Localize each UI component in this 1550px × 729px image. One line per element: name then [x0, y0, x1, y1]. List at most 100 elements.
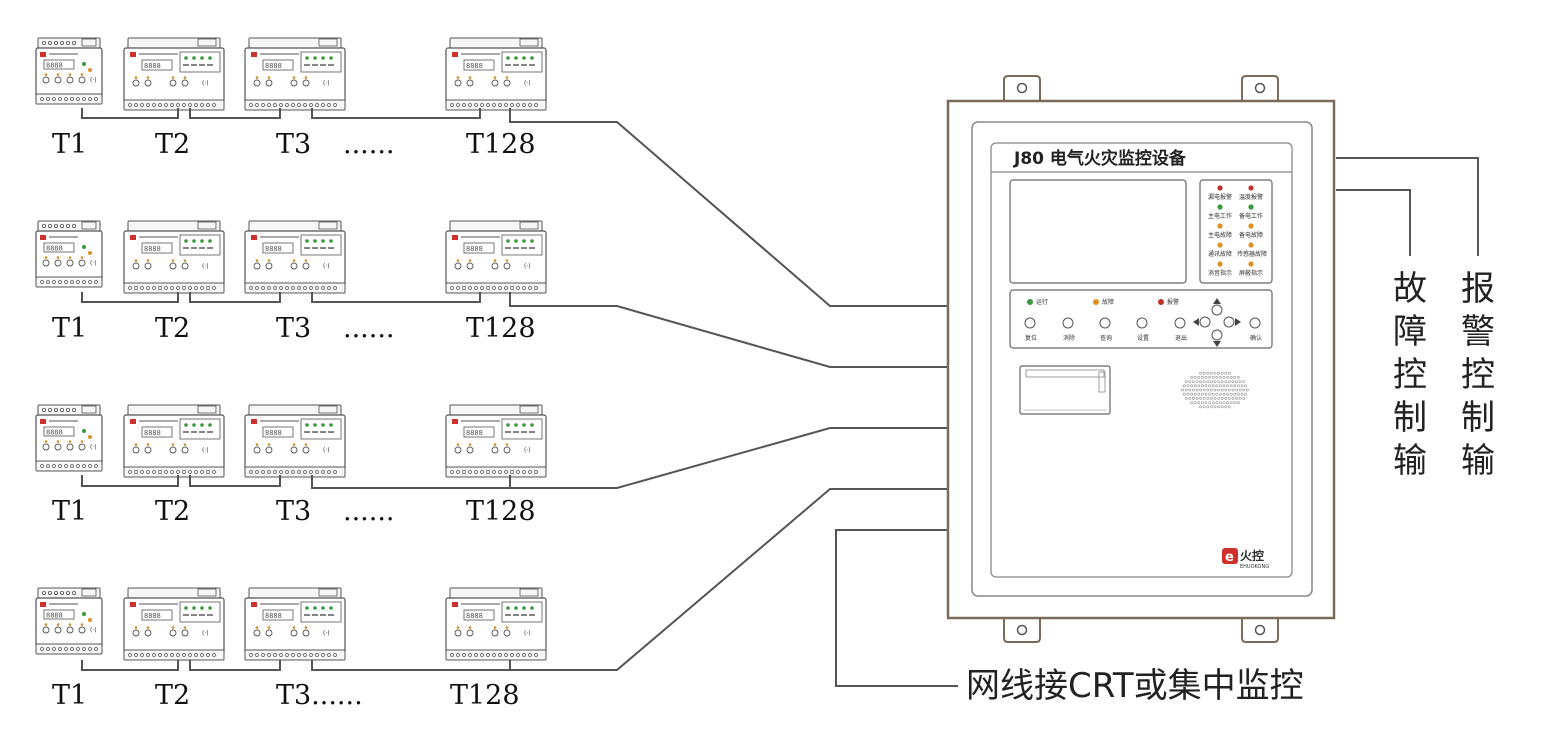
speaker-hole: [1210, 405, 1213, 409]
indicator-label: 温度报警: [1239, 193, 1263, 201]
down-button[interactable]: [1211, 329, 1223, 341]
speaker-hole: [1192, 396, 1195, 400]
keypad-buttons: [1024, 304, 1261, 341]
led-icon: [1217, 223, 1223, 229]
speaker-hole: [1220, 380, 1224, 384]
speaker-hole: [1219, 392, 1222, 396]
speaker-hole: [1213, 405, 1217, 409]
confirm-button[interactable]: [1249, 317, 1261, 329]
speaker-hole: [1195, 388, 1199, 392]
speaker-hole: [1201, 401, 1204, 405]
speaker-hole: [1217, 405, 1221, 409]
left-button[interactable]: [1199, 316, 1211, 328]
detector-icon: [123, 37, 225, 111]
speaker-hole: [1229, 375, 1233, 379]
panel-door: [971, 121, 1313, 597]
speaker-hole: [1233, 384, 1237, 388]
speaker-hole: [1188, 380, 1192, 384]
detector-label: T2: [155, 129, 190, 160]
detector-icon: [445, 404, 547, 478]
indicator-label: 传感器故障: [1237, 250, 1267, 258]
printer: [1019, 365, 1111, 415]
speaker-hole: [1238, 388, 1242, 392]
detector-row-3: T1 T2 T3 ...... T128: [35, 404, 948, 527]
detector-label: ......: [343, 129, 395, 160]
speaker-hole: [1197, 384, 1201, 388]
speaker-hole: [1208, 375, 1212, 379]
led-icon: [1248, 261, 1254, 267]
indicator-label: 屏蔽指示: [1239, 269, 1263, 277]
speaker-hole: [1202, 380, 1206, 384]
alarm-output-label: 报 警 控 制 输 出: [1461, 269, 1495, 481]
arrow-left-icon: [1193, 318, 1199, 326]
detector-icon: [123, 220, 225, 294]
speaker-hole: [1238, 380, 1242, 384]
speaker-hole: [1222, 392, 1226, 396]
speaker-hole: [1233, 392, 1237, 396]
fault-output-label: 故 障 控 制 输 出: [1393, 269, 1427, 481]
speaker-hole: [1222, 401, 1226, 405]
speaker-hole: [1181, 388, 1185, 392]
speaker-hole: [1195, 380, 1199, 384]
speaker-hole: [1224, 405, 1228, 409]
control-panel: J80 电气火灾监控设备 漏电报警 温度报警 主电工作 备电工作 主电故障 备电…: [946, 75, 1336, 643]
led-icon: [1248, 185, 1254, 191]
speaker-hole: [1228, 405, 1231, 409]
speaker-hole: [1224, 396, 1228, 400]
status-leds: 运行 故障 报警: [1027, 298, 1179, 306]
speaker-grille: [1181, 371, 1249, 409]
speaker-hole: [1204, 375, 1208, 379]
speaker-hole: [1235, 380, 1239, 384]
detector-row-2: T1 T2 T3 ...... T128: [35, 220, 948, 368]
alarm-output-text: 报警控制输出: [0, 0, 6, 1]
alarm-output-char: 制: [1461, 398, 1495, 438]
lcd-screen: [1009, 179, 1187, 284]
detector-icon: [35, 587, 103, 655]
detector-icon: [445, 587, 547, 661]
indicator-label: 主电工作: [1208, 212, 1232, 220]
speaker-hole: [1192, 388, 1195, 392]
speaker-hole: [1229, 384, 1233, 388]
speaker-hole: [1228, 380, 1231, 384]
speaker-hole: [1231, 388, 1235, 392]
alarm-output-char: 控: [1461, 355, 1495, 395]
speaker-hole: [1201, 375, 1204, 379]
detector-label: T2: [155, 313, 190, 344]
speaker-hole: [1206, 371, 1210, 375]
status-led-label: 报警: [1167, 298, 1179, 306]
speaker-hole: [1222, 384, 1226, 388]
speaker-hole: [1190, 401, 1194, 405]
speaker-hole: [1229, 401, 1233, 405]
alarm-led-icon: [1158, 299, 1164, 305]
query-button[interactable]: [1099, 317, 1111, 329]
speaker-hole: [1224, 371, 1228, 375]
up-button[interactable]: [1211, 304, 1223, 316]
speaker-hole: [1226, 401, 1230, 405]
fault-output-text: 故障控制输出: [0, 0, 6, 1]
svg-text:e: e: [1225, 550, 1234, 565]
speaker-hole: [1240, 392, 1244, 396]
detector-label: ......: [343, 496, 395, 527]
reset-button[interactable]: [1024, 317, 1036, 329]
speaker-hole: [1184, 388, 1188, 392]
speaker-hole: [1210, 388, 1213, 392]
exit-button[interactable]: [1174, 317, 1186, 329]
network-label: 网线接CRT或集中监控: [966, 666, 1304, 706]
speaker-hole: [1233, 375, 1237, 379]
indicator-label: 备电工作: [1239, 212, 1263, 220]
button-label: 复位: [1025, 334, 1037, 342]
speaker-hole: [1208, 392, 1212, 396]
speaker-hole: [1228, 396, 1231, 400]
speaker-hole: [1213, 388, 1217, 392]
speaker-hole: [1213, 371, 1217, 375]
clear-button[interactable]: [1062, 317, 1074, 329]
speaker-hole: [1204, 392, 1208, 396]
speaker-hole: [1219, 401, 1222, 405]
detector-icon: [445, 37, 547, 111]
speaker-hole: [1190, 375, 1194, 379]
led-icon: [1217, 261, 1223, 267]
right-button[interactable]: [1223, 316, 1235, 328]
settings-button[interactable]: [1136, 317, 1148, 329]
speaker-hole: [1199, 371, 1203, 375]
speaker-hole: [1213, 396, 1217, 400]
